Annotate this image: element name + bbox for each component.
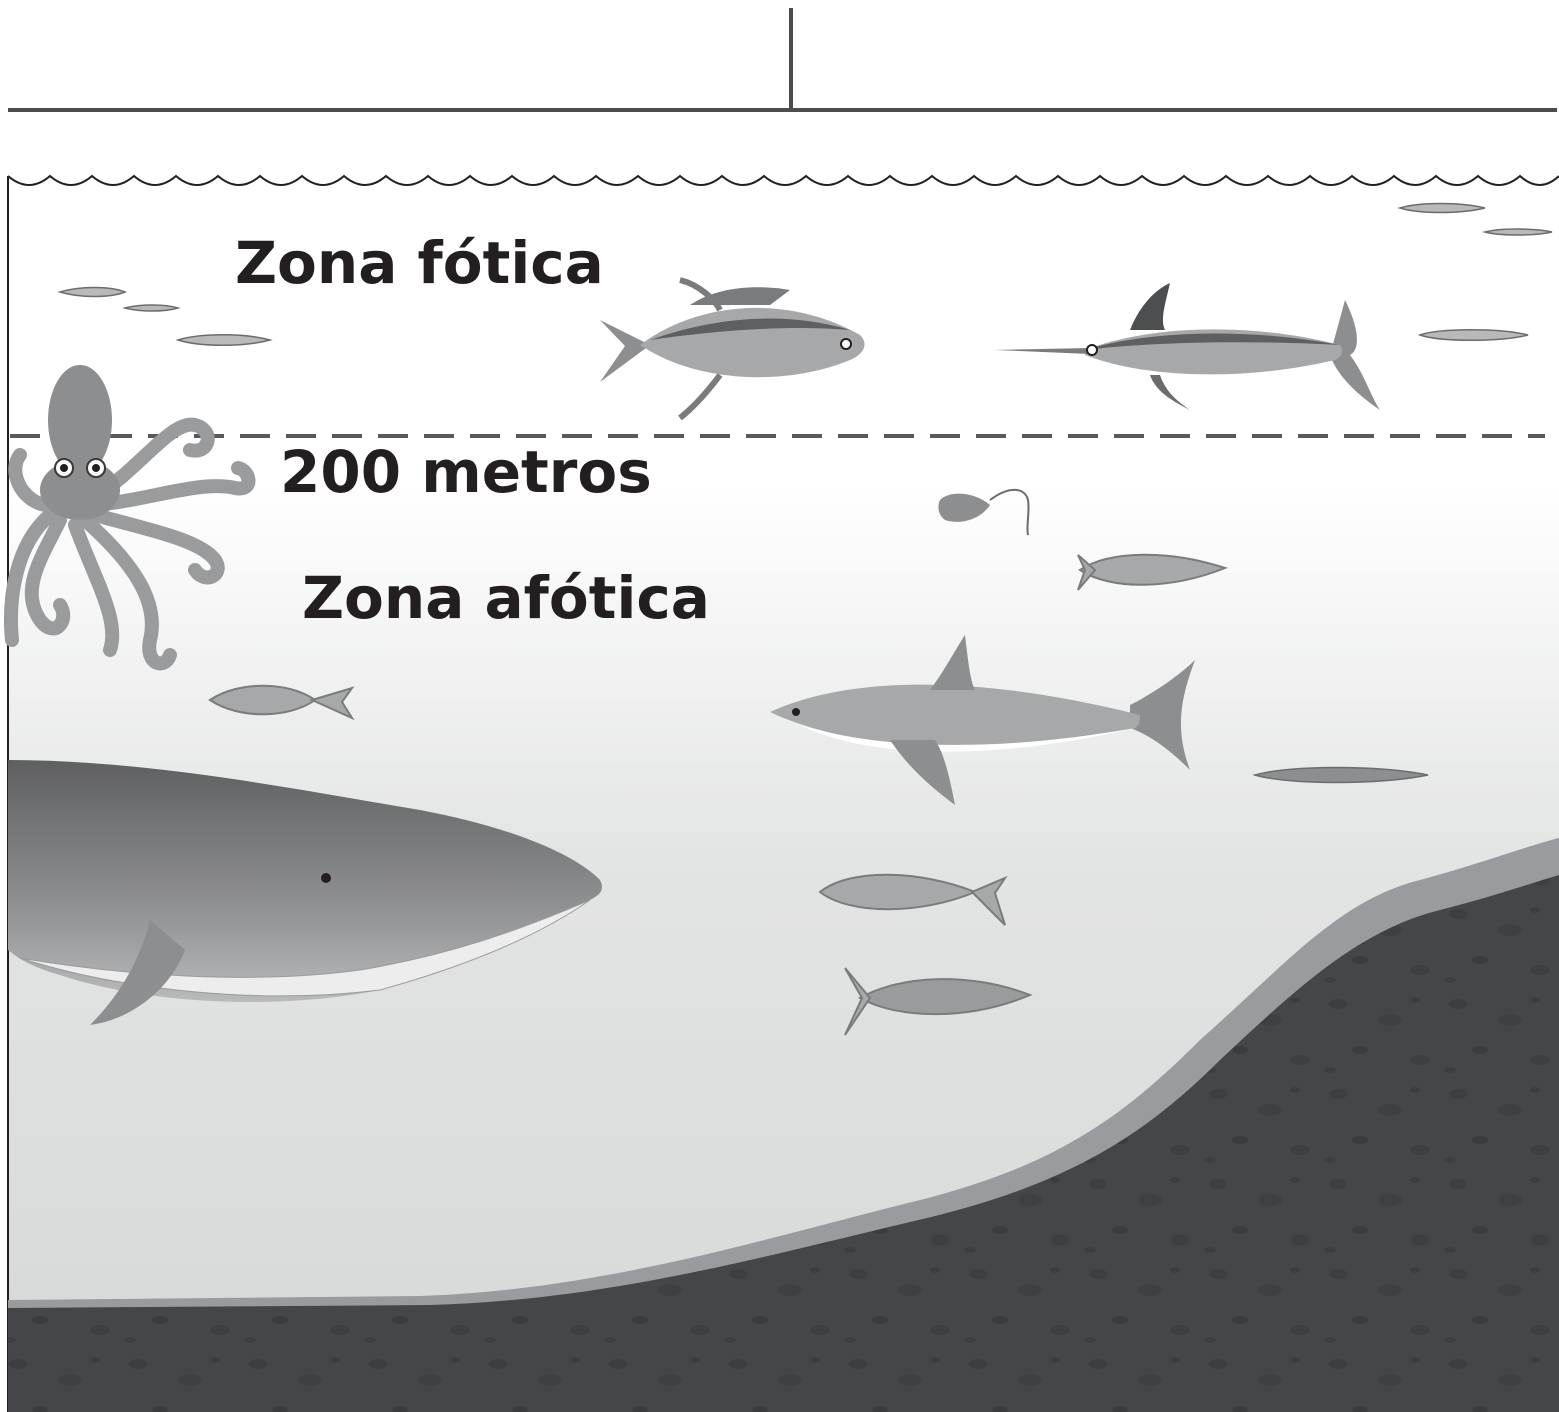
- photic-zone-label: Zona fótica: [235, 229, 604, 297]
- depth-marker-label: 200 metros: [280, 438, 652, 506]
- aphotic-zone-label: Zona afótica: [302, 564, 710, 632]
